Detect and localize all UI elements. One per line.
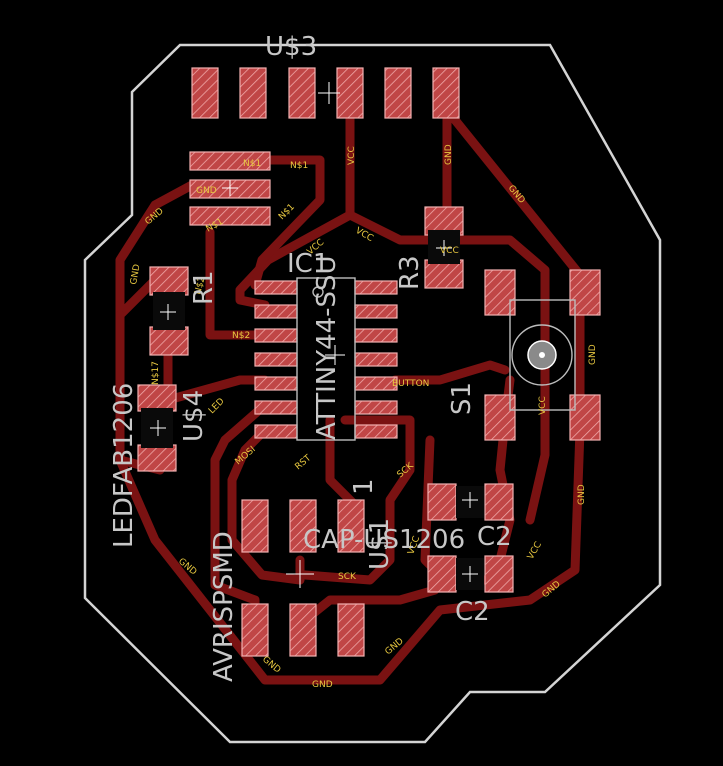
pad-ic1-r4 <box>354 352 398 367</box>
ic1-pin1-marker <box>312 286 324 298</box>
net-label-gnd-hdr: GND <box>196 186 217 196</box>
pad-ic1-l4 <box>254 352 298 367</box>
pad-avr-2 <box>289 499 317 553</box>
trace-n2 <box>205 227 275 340</box>
net-label-gnd-s1: GND <box>577 484 587 505</box>
label-u1: U$1 <box>365 518 395 570</box>
origin-crosses <box>150 82 478 588</box>
trace-button <box>390 360 510 385</box>
switch-actuator-center <box>539 352 545 358</box>
reference-labels: U$3 IC1 ATTINY44-SSU R1 R3 U$4 LEDFAB120… <box>109 32 512 682</box>
label-cap: CAP-US1206 <box>303 525 465 555</box>
pad-avr-5 <box>289 603 317 657</box>
trace-gnd-avr <box>300 585 440 625</box>
net-label-gnd-bottom: GND <box>312 680 333 690</box>
net-label-button: BUTTON <box>392 379 429 389</box>
label-attiny: ATTINY44-SSU <box>312 255 342 440</box>
pad-u3-2 <box>239 67 267 119</box>
net-label-vcc-c2: VCC <box>526 540 544 561</box>
trace-sck <box>300 415 415 585</box>
pad-u3-5 <box>384 67 412 119</box>
net-label-led: LED <box>207 397 227 417</box>
switch-body <box>509 299 576 411</box>
label-pin-one: 1 <box>349 478 379 495</box>
pad-ic1-l6 <box>254 400 298 415</box>
label-ic1: IC1 <box>287 249 329 279</box>
pad-ic1-r5 <box>354 376 398 391</box>
net-label-gnd-switch: GND <box>588 344 598 365</box>
pad-avr-1 <box>241 499 269 553</box>
net-label-n1-top: N$1 <box>290 161 308 171</box>
label-u3: U$3 <box>265 32 317 62</box>
pad-hdr-1 <box>189 151 271 171</box>
pad-ic1-r6 <box>354 400 398 415</box>
label-u4: U$4 <box>179 390 209 442</box>
pad-ic1-r1 <box>354 280 398 295</box>
net-label-gnd-r1: GND <box>129 263 142 285</box>
trace-gnd-left <box>115 180 197 320</box>
copper-pads <box>137 67 601 657</box>
switch-actuator-ring <box>511 324 573 386</box>
pad-u3-4 <box>336 67 364 119</box>
pad-hdr-3 <box>189 206 271 226</box>
label-c2-upper: C2 <box>477 522 512 552</box>
net-label-n1-diag: N$1 <box>277 202 297 222</box>
net-label-sck-b: SCK <box>338 572 357 582</box>
net-label-vcc-r3: VCC <box>440 246 459 256</box>
pad-r3-2 <box>424 259 464 289</box>
pad-c2-1 <box>427 555 457 593</box>
net-label-vcc-switch: VCC <box>538 396 548 415</box>
pad-u3-1 <box>191 67 219 119</box>
net-label-n2-b: N$2 <box>232 331 250 341</box>
label-ledfab: LEDFAB1206 <box>109 383 139 548</box>
pad-ic1-l1 <box>254 280 298 295</box>
trace-gnd-top-right <box>442 105 585 280</box>
label-s1: S1 <box>447 382 477 415</box>
pad-led-1 <box>137 384 177 412</box>
pad-ic1-l7 <box>254 424 298 439</box>
ic1-body-outline <box>296 277 356 441</box>
component-silkscreen <box>141 230 576 590</box>
r1-body <box>153 292 185 330</box>
label-r1: R1 <box>189 270 219 305</box>
pad-ic1-r3 <box>354 328 398 343</box>
net-label-gnd-top: GND <box>444 144 454 165</box>
trace-n1 <box>250 155 325 290</box>
label-avrisp: AVRISPSMD <box>209 531 239 682</box>
pad-ic1-l5 <box>254 376 298 391</box>
pad-avr-6 <box>337 603 365 657</box>
pad-avr-4 <box>241 603 269 657</box>
pad-u3-3 <box>288 67 316 119</box>
pad-u3-6 <box>432 67 460 119</box>
net-label-n1-hdr: N$1 <box>243 159 261 169</box>
pad-ic1-l3 <box>254 328 298 343</box>
pad-cap-1 <box>427 483 457 521</box>
net-label-rst: RST <box>294 453 314 472</box>
trace-vcc-r3 <box>345 210 550 525</box>
pad-ic1-r2 <box>354 304 398 319</box>
pad-c2-2 <box>484 555 514 593</box>
pad-ic1-r7 <box>354 424 398 439</box>
board-outline <box>83 43 662 744</box>
pad-led-2 <box>137 444 177 472</box>
pad-r1-2 <box>149 326 189 356</box>
pad-cap-2 <box>484 483 514 521</box>
net-label-vcc-top: VCC <box>347 146 357 165</box>
trace-gnd-bottom <box>115 425 585 685</box>
net-label-n2-a: N$2 <box>193 276 207 296</box>
label-r3: R3 <box>395 255 425 290</box>
net-label-n17: N$17 <box>151 361 161 385</box>
label-c2-lower: C2 <box>455 597 490 627</box>
pad-avr-3 <box>337 499 365 553</box>
pad-ic1-l2 <box>254 304 298 319</box>
pad-r1-1 <box>149 266 189 296</box>
